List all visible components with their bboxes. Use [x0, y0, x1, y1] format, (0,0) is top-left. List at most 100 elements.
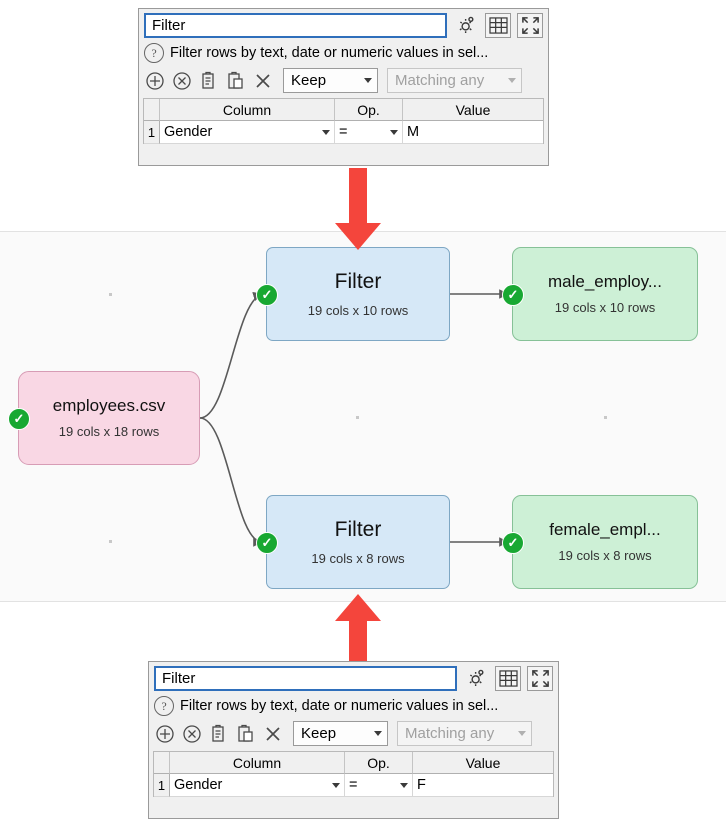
table-icon[interactable] — [485, 13, 511, 38]
canvas-grid-dot — [356, 416, 359, 419]
paste-icon[interactable] — [225, 70, 247, 92]
keep-select-value: Keep — [301, 725, 337, 742]
chevron-down-icon — [374, 731, 382, 736]
remove-circle-icon[interactable] — [181, 723, 203, 745]
chevron-down-icon — [518, 731, 526, 736]
copy-icon[interactable] — [198, 70, 220, 92]
cell-op-value: = — [349, 777, 358, 793]
annotation-arrow-down — [335, 168, 381, 250]
panel-description-row: ? Filter rows by text, date or numeric v… — [154, 696, 553, 716]
cell-column[interactable]: Gender — [160, 121, 335, 144]
expand-icon[interactable] — [527, 666, 553, 691]
row-number: 1 — [144, 121, 160, 144]
cell-column-value: Gender — [164, 124, 213, 140]
status-badge: ✓ — [8, 408, 30, 430]
annotation-arrow-up — [335, 594, 381, 676]
match-select[interactable]: Matching any — [387, 68, 522, 93]
add-circle-icon[interactable] — [154, 723, 176, 745]
node-title: female_empl... — [549, 519, 661, 539]
node-title: Filter — [334, 270, 382, 294]
status-badge: ✓ — [502, 532, 524, 554]
status-badge: ✓ — [256, 532, 278, 554]
panel-toolbar: Keep Matching any — [154, 721, 553, 746]
table-icon[interactable] — [495, 666, 521, 691]
filter-conditions-table: Column Op. Value 1 Gender = F — [153, 751, 554, 797]
header-rownum — [144, 99, 160, 121]
canvas-grid-dot — [109, 540, 112, 543]
node-subtitle: 19 cols x 8 rows — [558, 548, 652, 564]
match-select-value: Matching any — [395, 72, 485, 89]
node-title: employees.csv — [52, 395, 166, 415]
clear-x-icon[interactable] — [262, 723, 284, 745]
node-subtitle: 19 cols x 10 rows — [554, 300, 656, 316]
table-header-row: Column Op. Value — [154, 752, 553, 774]
header-value[interactable]: Value — [403, 99, 543, 121]
node-female-employees[interactable]: ✓ female_empl... 19 cols x 8 rows — [502, 495, 698, 589]
flow-canvas[interactable]: ✓ employees.csv 19 cols x 18 rows ✓ Filt… — [0, 231, 726, 602]
panel-description-text: Filter rows by text, date or numeric val… — [170, 45, 489, 61]
cell-column-value: Gender — [174, 777, 223, 793]
question-icon[interactable]: ? — [144, 43, 164, 63]
chevron-down-icon — [364, 78, 372, 83]
chevron-down-icon — [400, 782, 408, 788]
status-badge: ✓ — [502, 284, 524, 306]
paste-icon[interactable] — [235, 723, 257, 745]
node-male-employees[interactable]: ✓ male_employ... 19 cols x 10 rows — [502, 247, 698, 341]
filter-name-input[interactable]: Filter — [154, 666, 457, 691]
cell-op[interactable]: = — [345, 774, 413, 797]
table-header-row: Column Op. Value — [144, 99, 543, 121]
node-filter-top[interactable]: ✓ Filter 19 cols x 10 rows — [256, 247, 450, 341]
filter-name-input[interactable]: Filter — [144, 13, 447, 38]
chevron-down-icon — [322, 129, 330, 135]
cell-op-value: = — [339, 124, 348, 140]
node-title: Filter — [334, 518, 382, 542]
gear-icon[interactable] — [453, 13, 479, 38]
header-op[interactable]: Op. — [335, 99, 403, 121]
node-title: male_employ... — [547, 271, 662, 291]
keep-select-value: Keep — [291, 72, 327, 89]
cell-value[interactable]: M — [403, 121, 543, 144]
expand-icon[interactable] — [517, 13, 543, 38]
keep-select[interactable]: Keep — [293, 721, 388, 746]
canvas-grid-dot — [604, 416, 607, 419]
panel-top-row: Filter — [154, 666, 553, 691]
copy-icon[interactable] — [208, 723, 230, 745]
table-row[interactable]: 1 Gender = M — [144, 121, 543, 144]
filter-conditions-table: Column Op. Value 1 Gender = M — [143, 98, 544, 144]
filter-panel-bottom: Filter ? — [148, 661, 559, 819]
match-select[interactable]: Matching any — [397, 721, 532, 746]
chevron-down-icon — [508, 78, 516, 83]
row-number: 1 — [154, 774, 170, 797]
filter-panel-top: Filter ? — [138, 8, 549, 166]
gear-icon[interactable] — [463, 666, 489, 691]
cell-column[interactable]: Gender — [170, 774, 345, 797]
clear-x-icon[interactable] — [252, 70, 274, 92]
header-value[interactable]: Value — [413, 752, 553, 774]
panel-description-text: Filter rows by text, date or numeric val… — [180, 698, 499, 714]
chevron-down-icon — [390, 129, 398, 135]
status-badge: ✓ — [256, 284, 278, 306]
question-icon[interactable]: ? — [154, 696, 174, 716]
panel-description-row: ? Filter rows by text, date or numeric v… — [144, 43, 543, 63]
cell-value[interactable]: F — [413, 774, 553, 797]
header-column[interactable]: Column — [160, 99, 335, 121]
panel-top-row: Filter — [144, 13, 543, 38]
chevron-down-icon — [332, 782, 340, 788]
remove-circle-icon[interactable] — [171, 70, 193, 92]
cell-op[interactable]: = — [335, 121, 403, 144]
node-filter-bottom[interactable]: ✓ Filter 19 cols x 8 rows — [256, 495, 450, 589]
connector-lines — [199, 289, 509, 547]
add-circle-icon[interactable] — [144, 70, 166, 92]
canvas-grid-dot — [109, 293, 112, 296]
keep-select[interactable]: Keep — [283, 68, 378, 93]
panel-toolbar: Keep Matching any — [144, 68, 543, 93]
header-rownum — [154, 752, 170, 774]
header-op[interactable]: Op. — [345, 752, 413, 774]
node-subtitle: 19 cols x 8 rows — [311, 550, 405, 566]
match-select-value: Matching any — [405, 725, 495, 742]
node-employees-csv[interactable]: ✓ employees.csv 19 cols x 18 rows — [8, 371, 200, 465]
node-subtitle: 19 cols x 18 rows — [58, 424, 160, 440]
table-row[interactable]: 1 Gender = F — [154, 774, 553, 797]
node-subtitle: 19 cols x 10 rows — [307, 302, 409, 318]
header-column[interactable]: Column — [170, 752, 345, 774]
